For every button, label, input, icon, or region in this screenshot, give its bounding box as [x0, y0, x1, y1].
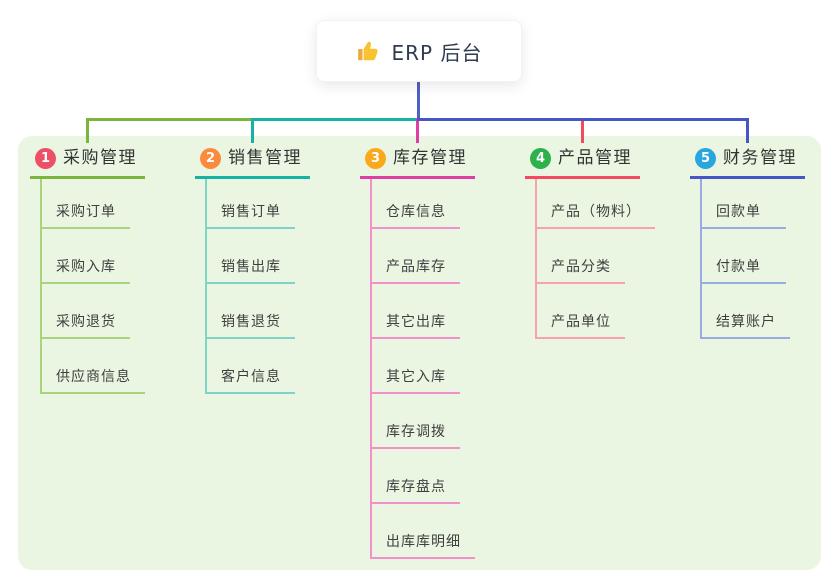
child-label: 库存调拨: [372, 421, 460, 449]
branch-number-badge: 4: [530, 147, 551, 169]
branch-title: 库存管理: [393, 148, 467, 168]
branch-header[interactable]: 2 销售管理: [195, 146, 310, 179]
child-label: 销售出库: [207, 256, 295, 284]
branch-children: 销售订单 销售出库 销售退货 客户信息: [205, 179, 350, 394]
child-label: 产品单位: [537, 311, 625, 339]
child-node[interactable]: 付款单: [702, 229, 839, 284]
branch-children: 采购订单 采购入库 采购退货 供应商信息: [40, 179, 185, 394]
child-node[interactable]: 出库库明细: [372, 504, 515, 559]
branch-header[interactable]: 1 采购管理: [30, 146, 145, 179]
branch-number-badge: 2: [200, 147, 221, 169]
child-node[interactable]: 仓库信息: [372, 179, 515, 229]
branch-number-badge: 1: [35, 147, 56, 169]
child-node[interactable]: 回款单: [702, 179, 839, 229]
child-label: 采购退货: [42, 311, 130, 339]
child-node[interactable]: 库存调拨: [372, 394, 515, 449]
branch: 3 库存管理 仓库信息 产品库存 其它出库 其它入库 库存调拨 库存盘点 出库库…: [360, 146, 515, 559]
child-label: 仓库信息: [372, 201, 460, 229]
child-node[interactable]: 产品（物料）: [537, 179, 680, 229]
child-node[interactable]: 其它出库: [372, 284, 515, 339]
branch-title: 采购管理: [63, 148, 137, 168]
child-node[interactable]: 产品分类: [537, 229, 680, 284]
canvas-panel: [18, 136, 821, 570]
child-label: 出库库明细: [372, 531, 475, 559]
branch: 5 财务管理 回款单 付款单 结算账户: [690, 146, 839, 339]
thumbs-up-icon: [357, 41, 378, 61]
child-label: 其它入库: [372, 366, 460, 394]
child-label: 采购订单: [42, 201, 130, 229]
branch: 2 销售管理 销售订单 销售出库 销售退货 客户信息: [195, 146, 350, 394]
child-node[interactable]: 销售订单: [207, 179, 350, 229]
child-node[interactable]: 销售退货: [207, 284, 350, 339]
child-label: 产品库存: [372, 256, 460, 284]
child-label: 回款单: [702, 201, 786, 229]
child-label: 销售退货: [207, 311, 295, 339]
child-node[interactable]: 供应商信息: [42, 339, 185, 394]
child-node[interactable]: 客户信息: [207, 339, 350, 394]
child-node[interactable]: 销售出库: [207, 229, 350, 284]
child-label: 产品分类: [537, 256, 625, 284]
child-label: 销售订单: [207, 201, 295, 229]
branch-header[interactable]: 3 库存管理: [360, 146, 475, 179]
branch-header[interactable]: 5 财务管理: [690, 146, 805, 179]
child-label: 结算账户: [702, 311, 790, 339]
child-label: 采购入库: [42, 256, 130, 284]
root-node[interactable]: ERP 后台: [316, 20, 522, 82]
branch-header[interactable]: 4 产品管理: [525, 146, 640, 179]
branch-number-badge: 3: [365, 147, 386, 169]
child-label: 其它出库: [372, 311, 460, 339]
branch-title: 销售管理: [228, 148, 302, 168]
child-node[interactable]: 采购入库: [42, 229, 185, 284]
child-node[interactable]: 采购订单: [42, 179, 185, 229]
child-node[interactable]: 其它入库: [372, 339, 515, 394]
branch-title: 财务管理: [723, 148, 797, 168]
child-node[interactable]: 采购退货: [42, 284, 185, 339]
child-label: 供应商信息: [42, 366, 145, 394]
child-node[interactable]: 库存盘点: [372, 449, 515, 504]
branch-number-badge: 5: [695, 147, 716, 169]
child-node[interactable]: 产品单位: [537, 284, 680, 339]
branch-children: 产品（物料） 产品分类 产品单位: [535, 179, 680, 339]
branch-children: 回款单 付款单 结算账户: [700, 179, 839, 339]
child-node[interactable]: 结算账户: [702, 284, 839, 339]
child-node[interactable]: 产品库存: [372, 229, 515, 284]
branch-children: 仓库信息 产品库存 其它出库 其它入库 库存调拨 库存盘点 出库库明细: [370, 179, 515, 559]
child-label: 产品（物料）: [537, 201, 655, 229]
branch: 1 采购管理 采购订单 采购入库 采购退货 供应商信息: [30, 146, 185, 394]
child-label: 库存盘点: [372, 476, 460, 504]
branch: 4 产品管理 产品（物料） 产品分类 产品单位: [525, 146, 680, 339]
root-title: ERP 后台: [391, 40, 483, 65]
child-label: 客户信息: [207, 366, 295, 394]
child-label: 付款单: [702, 256, 786, 284]
branch-title: 产品管理: [558, 148, 632, 168]
